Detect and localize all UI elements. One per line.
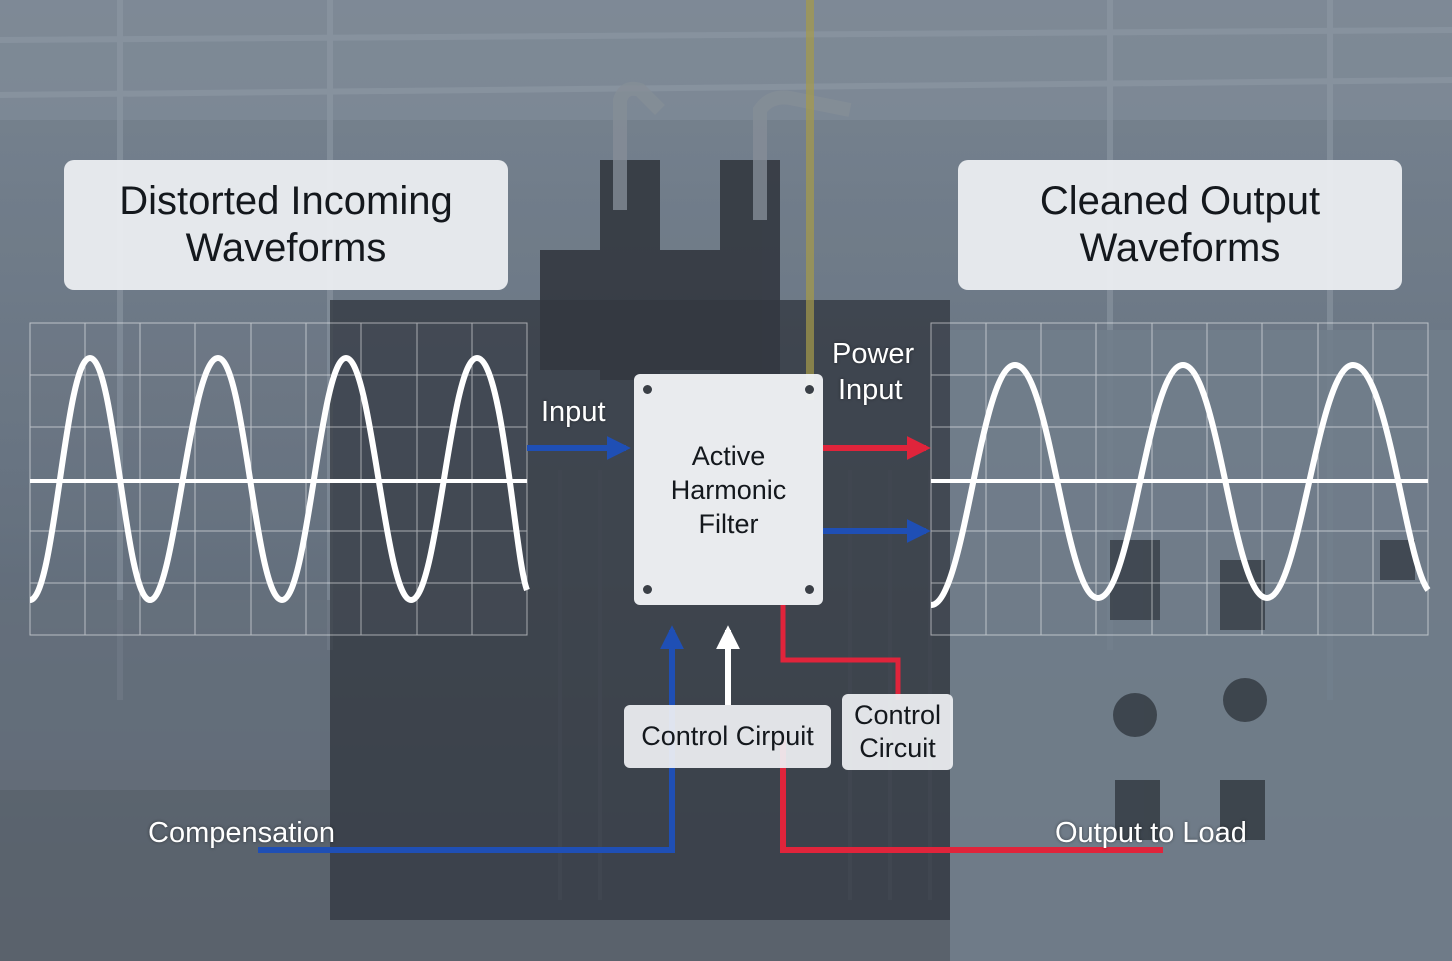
input-label-text: Input — [541, 396, 606, 428]
distorted-waveforms-title: Distorted Incoming Waveforms — [64, 160, 508, 290]
cleaned-waveform — [929, 361, 1431, 608]
power-input-label: Power Input — [832, 336, 914, 408]
filter-label-line3: Filter — [698, 508, 759, 539]
filter-label-line2: Harmonic — [670, 474, 787, 505]
filter-label-line1: Active — [691, 440, 766, 471]
screw-icon — [805, 385, 814, 394]
active-harmonic-filter-box: Active Harmonic Filter — [634, 374, 823, 605]
screw-icon — [643, 385, 652, 394]
compensation-label: Compensation — [148, 815, 335, 851]
control-cirpuit-label: Control Cirpuit — [641, 721, 814, 751]
cleaned-title-line2: Waveforms — [1079, 226, 1281, 270]
distorted-waveform — [28, 354, 530, 604]
output-to-load-line — [780, 605, 901, 700]
compensation-label-text: Compensation — [148, 817, 335, 849]
power-input-line1: Power — [832, 338, 915, 370]
output-to-load-label-text: Output to Load — [1055, 817, 1247, 849]
control-circuit-box: Control Circuit — [842, 694, 953, 770]
distorted-title-line1: Distorted Incoming — [119, 179, 453, 223]
control-cirpuit-box: Control Cirpuit — [624, 705, 831, 768]
compensation-line — [258, 625, 684, 853]
control-circuit-line1: Control — [853, 700, 942, 730]
cleaned-title-line1: Cleaned Output — [1039, 179, 1321, 223]
screw-icon — [805, 585, 814, 594]
input-label: Input — [541, 394, 606, 430]
output-to-load-label: Output to Load — [1055, 815, 1247, 851]
cleaned-waveforms-title: Cleaned Output Waveforms — [958, 160, 1402, 290]
distorted-title-line2: Waveforms — [185, 226, 387, 270]
screw-icon — [643, 585, 652, 594]
output-to-load-line-lower — [780, 740, 1163, 853]
control-circuit-line2: Circuit — [859, 733, 936, 763]
power-input-line2: Input — [838, 374, 903, 406]
